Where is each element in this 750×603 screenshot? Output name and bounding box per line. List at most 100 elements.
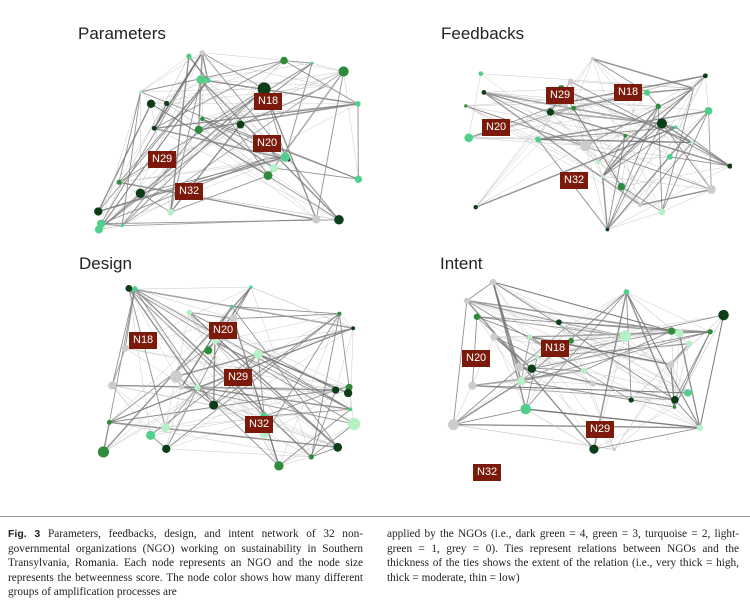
network-tie [315, 71, 345, 220]
ngo-node [355, 101, 361, 107]
ngo-node [161, 423, 170, 432]
network-tie [670, 343, 690, 366]
ngo-node [464, 104, 468, 108]
network-tie [214, 341, 338, 448]
ngo-node [637, 202, 643, 208]
node-label-n29: N29 [546, 87, 575, 104]
ngo-node [527, 364, 536, 373]
network-tie [566, 326, 671, 365]
panel-title: Intent [440, 254, 483, 273]
network-tie [631, 399, 700, 429]
network-tie [476, 316, 594, 384]
ngo-node [490, 333, 498, 341]
network-tie [493, 336, 526, 410]
ngo-node [666, 153, 673, 160]
network-tie [606, 135, 626, 230]
network-tie [154, 103, 359, 129]
network-tie [472, 385, 675, 401]
network-tie [558, 321, 672, 332]
ngo-node [212, 339, 218, 345]
network-tie [597, 161, 641, 206]
network-tie [112, 385, 214, 406]
ngo-node [196, 75, 206, 85]
ngo-node [337, 311, 342, 316]
network-graph [94, 49, 363, 234]
ngo-node [325, 83, 329, 88]
network-tie [518, 343, 690, 368]
network-tie [573, 108, 586, 146]
caption-right: applied by the NGOs (i.e., dark green = … [387, 527, 739, 585]
network-tie [614, 364, 671, 450]
network-tie [273, 71, 344, 169]
node-label-n18: N18 [129, 332, 158, 349]
network-tie [597, 75, 706, 162]
network-tie [597, 92, 648, 162]
network-tie [278, 313, 340, 466]
ngo-node [556, 319, 562, 326]
network-tie [669, 156, 730, 167]
network-tie [154, 128, 286, 158]
network-tie [201, 118, 275, 169]
ngo-node [704, 107, 713, 115]
ngo-node [280, 152, 290, 162]
network-tie [343, 71, 359, 180]
ngo-node [600, 174, 605, 179]
network-tie [566, 326, 594, 384]
ngo-node [527, 334, 533, 340]
panel-title: Design [79, 254, 132, 273]
network-tie [213, 313, 340, 406]
ngo-node [628, 397, 634, 403]
ngo-node [623, 289, 630, 295]
network-tie [100, 56, 190, 224]
network-tie [476, 316, 626, 337]
network-tie [494, 336, 671, 365]
network-tie [492, 281, 680, 334]
network-tie [466, 300, 680, 334]
network-tie [154, 128, 340, 221]
network-tie [607, 211, 663, 230]
network-tie [140, 156, 286, 194]
ngo-node [686, 340, 693, 347]
network-tie [520, 291, 627, 382]
network-tie [639, 75, 706, 206]
network-tie [134, 288, 215, 406]
ngo-node [674, 125, 678, 129]
network-tie [531, 331, 711, 370]
network-tie [165, 313, 340, 450]
ngo-node [727, 163, 732, 169]
network-tie [647, 87, 694, 94]
ngo-node [623, 133, 628, 138]
network-tie [140, 124, 241, 194]
network-tie [150, 353, 259, 436]
network-tie [537, 138, 693, 143]
network-tie [675, 75, 706, 128]
network-tie [134, 288, 266, 435]
network-tie [103, 313, 340, 453]
ngo-node [580, 368, 587, 374]
ngo-node [667, 327, 676, 335]
ngo-node [131, 286, 138, 292]
ngo-node [204, 346, 213, 355]
ngo-node [229, 314, 238, 323]
ngo-node [567, 78, 574, 85]
network-tie [128, 288, 151, 436]
ngo-node [125, 284, 133, 292]
network-tie [97, 103, 152, 212]
network-tie [518, 291, 627, 368]
ngo-node [108, 381, 117, 390]
network-tie [103, 386, 182, 453]
ngo-node [718, 309, 729, 321]
ngo-node [170, 370, 183, 383]
network-tie [639, 142, 693, 206]
network-tie [125, 348, 214, 406]
network-tie [583, 330, 672, 372]
network-tie [121, 71, 344, 226]
network-tie [278, 456, 312, 467]
ngo-node [257, 82, 271, 96]
ngo-node [464, 133, 474, 143]
network-tie [153, 103, 168, 129]
ngo-node [347, 417, 361, 431]
network-tie [310, 313, 340, 458]
network-tie [170, 175, 269, 213]
ngo-node [468, 381, 477, 390]
